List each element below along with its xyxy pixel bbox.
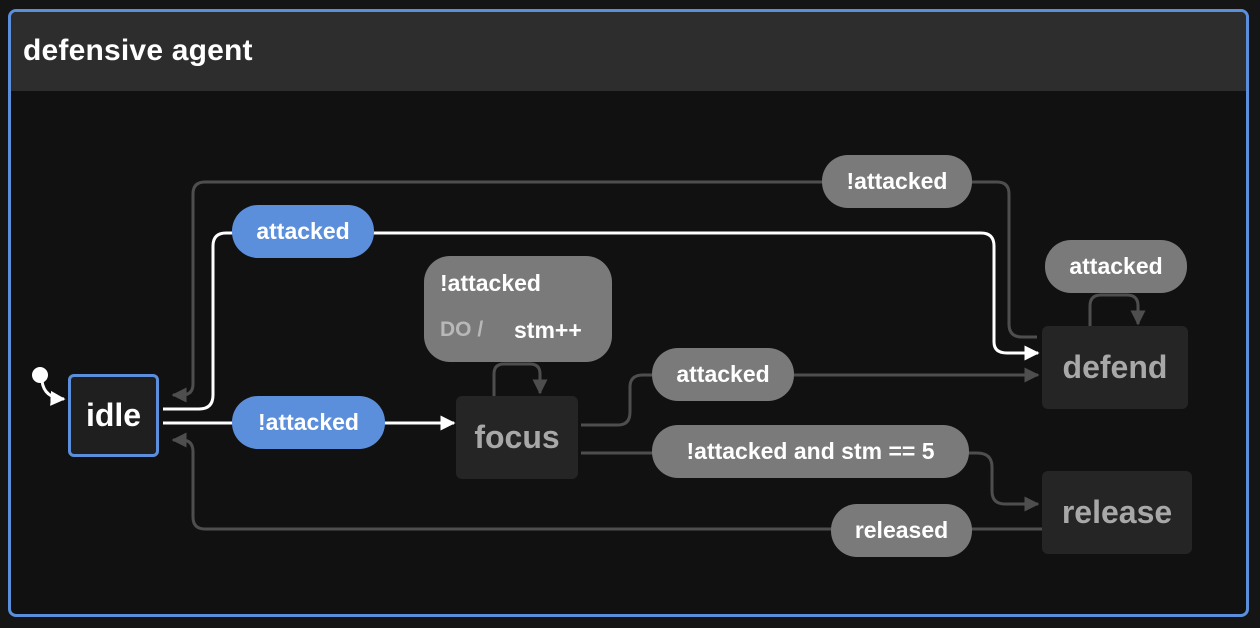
focus-self-event: !attacked — [440, 270, 541, 296]
initial-state-dot — [32, 367, 48, 383]
edge-focus-self-loop — [492, 362, 548, 396]
transition-label-release-to-idle[interactable]: released — [831, 504, 972, 557]
transition-label-defend-to-idle[interactable]: !attacked — [822, 155, 972, 208]
state-machine-container: defensive agent idle f — [8, 9, 1249, 617]
state-defend[interactable]: defend — [1042, 326, 1188, 409]
transition-label-idle-to-defend[interactable]: attacked — [232, 205, 374, 258]
machine-title: defensive agent — [23, 34, 253, 67]
edge-focus-to-defend — [581, 367, 1040, 427]
state-release[interactable]: release — [1042, 471, 1192, 554]
state-idle[interactable]: idle — [68, 374, 159, 457]
edge-defend-to-idle — [171, 180, 1037, 403]
transition-label-idle-to-focus[interactable]: !attacked — [232, 396, 385, 449]
transition-label-defend-self[interactable]: attacked — [1045, 240, 1187, 293]
edge-focus-to-release — [581, 451, 1040, 512]
machine-header: defensive agent — [11, 12, 1246, 91]
transition-label-focus-to-defend[interactable]: attacked — [652, 348, 794, 401]
transition-label-focus-self[interactable]: !attacked DO / stm++ — [424, 256, 612, 362]
focus-self-action: stm++ — [514, 317, 582, 343]
edge-defend-self-loop — [1088, 293, 1146, 326]
state-focus[interactable]: focus — [456, 396, 578, 479]
edge-idle-to-defend[interactable] — [163, 231, 1040, 411]
transition-label-focus-to-release[interactable]: !attacked and stm == 5 — [652, 425, 969, 478]
focus-self-action-prefix: DO / — [440, 318, 484, 341]
edge-release-to-idle — [171, 432, 1045, 531]
initial-transition-arrow — [40, 380, 66, 406]
transition-edges — [32, 180, 1146, 531]
